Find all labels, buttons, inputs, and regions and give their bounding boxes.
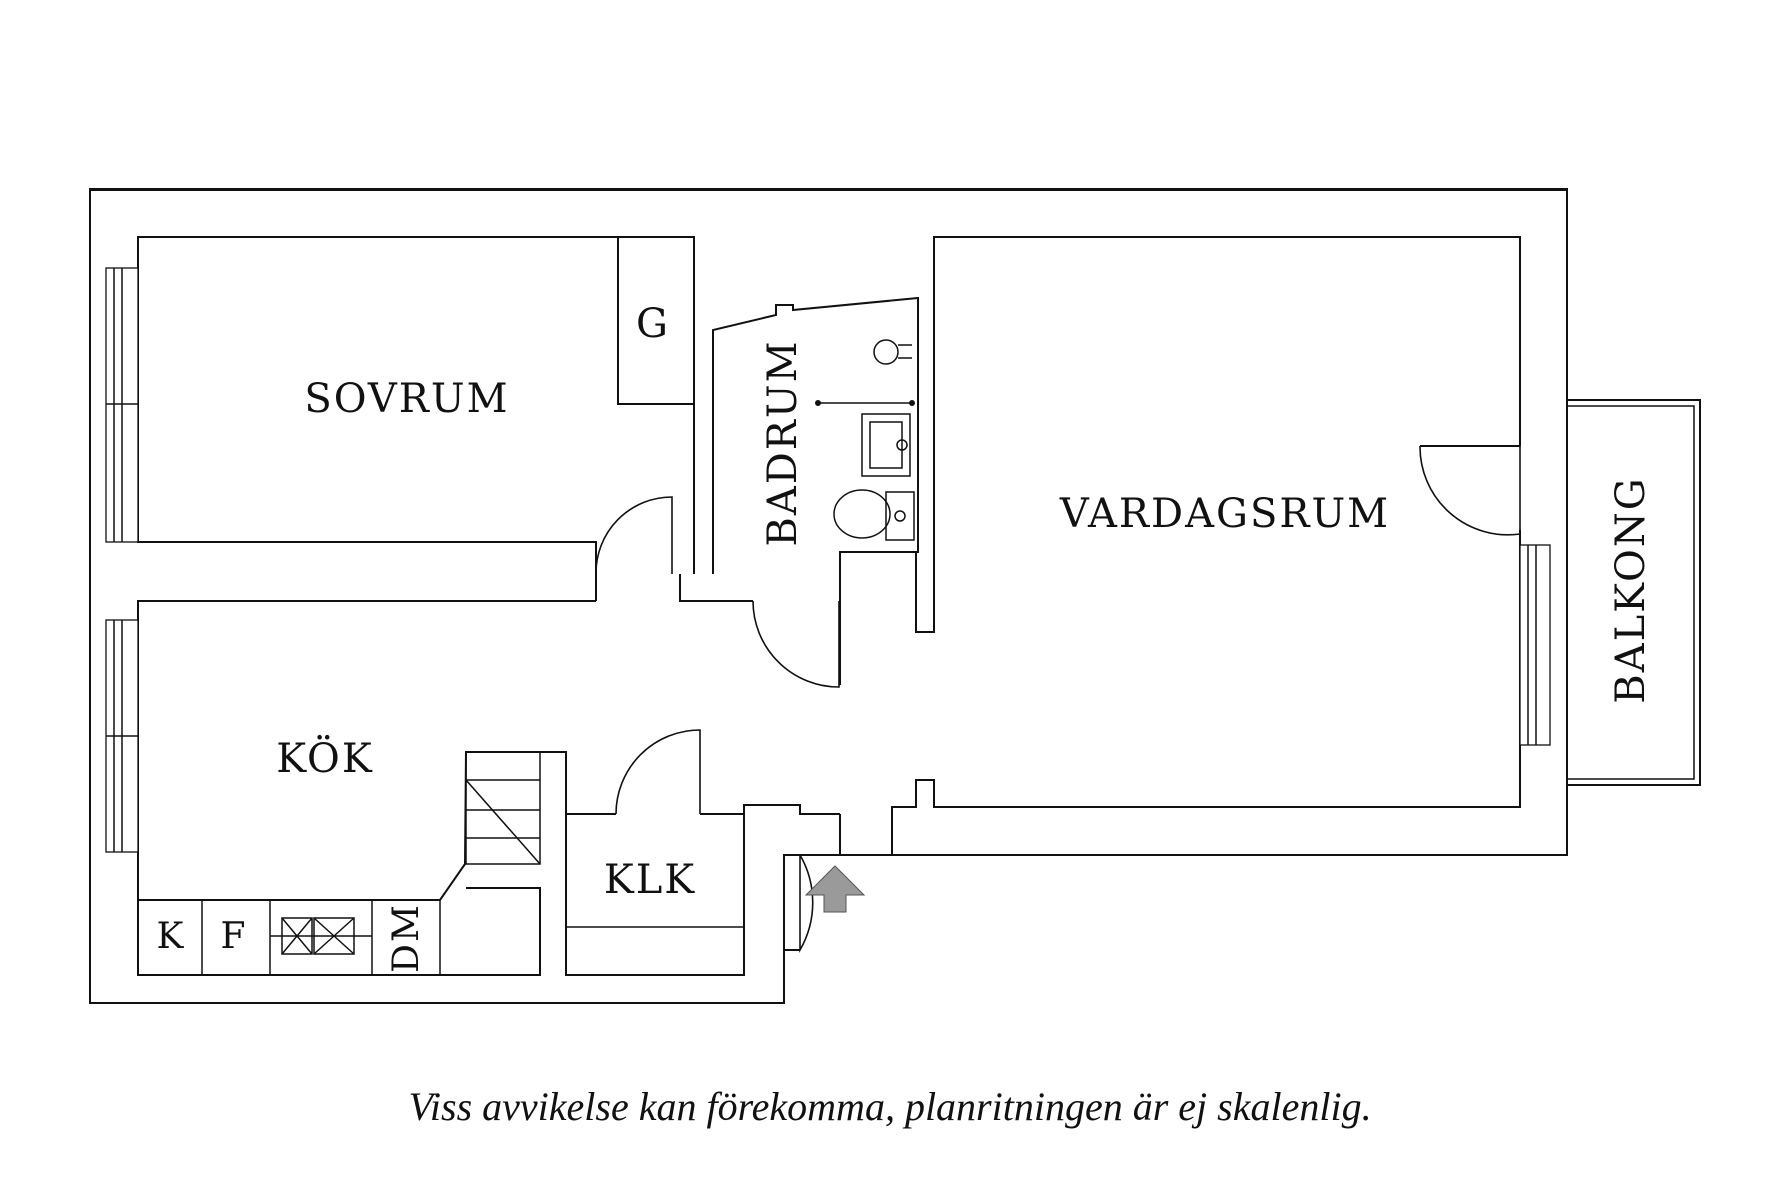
label-k: K [157, 916, 186, 957]
door-sovrum [595, 496, 673, 575]
window-sovrum [105, 267, 139, 543]
kok-wall [137, 600, 596, 976]
door-klk [615, 729, 701, 815]
window-vardagsrum [1519, 544, 1551, 746]
label-vardagsrum: VARDAGSRUM [1059, 491, 1390, 537]
sink-icon [873, 339, 912, 365]
door-balcony [1419, 445, 1521, 536]
label-balkong: BALKONG [1608, 476, 1654, 703]
shelf-unit [465, 751, 541, 865]
stove-icon [270, 917, 372, 955]
toilet-icon [833, 489, 915, 541]
balkong-outline [1567, 399, 1701, 786]
window-kok [105, 619, 139, 853]
entrance-arrow-icon [804, 865, 866, 913]
label-kok: KÖK [276, 735, 373, 782]
door-badrum [752, 600, 840, 688]
shower-icon [815, 400, 915, 406]
disclaimer-text: Viss avvikelse kan förekomma, planritnin… [408, 1084, 1372, 1129]
closet-wall [617, 237, 694, 405]
klk-wall [565, 814, 745, 976]
label-klk: KLK [604, 857, 696, 903]
label-dm: DM [386, 903, 427, 973]
label-f: F [221, 916, 248, 957]
kitchen-counter [138, 751, 616, 901]
label-badrum: BADRUM [760, 339, 806, 546]
label-g: G [636, 301, 670, 347]
washbasin-icon [861, 413, 911, 477]
label-sovrum: SOVRUM [304, 376, 509, 422]
badrum-wall [712, 296, 919, 685]
door-entrance [799, 854, 814, 953]
